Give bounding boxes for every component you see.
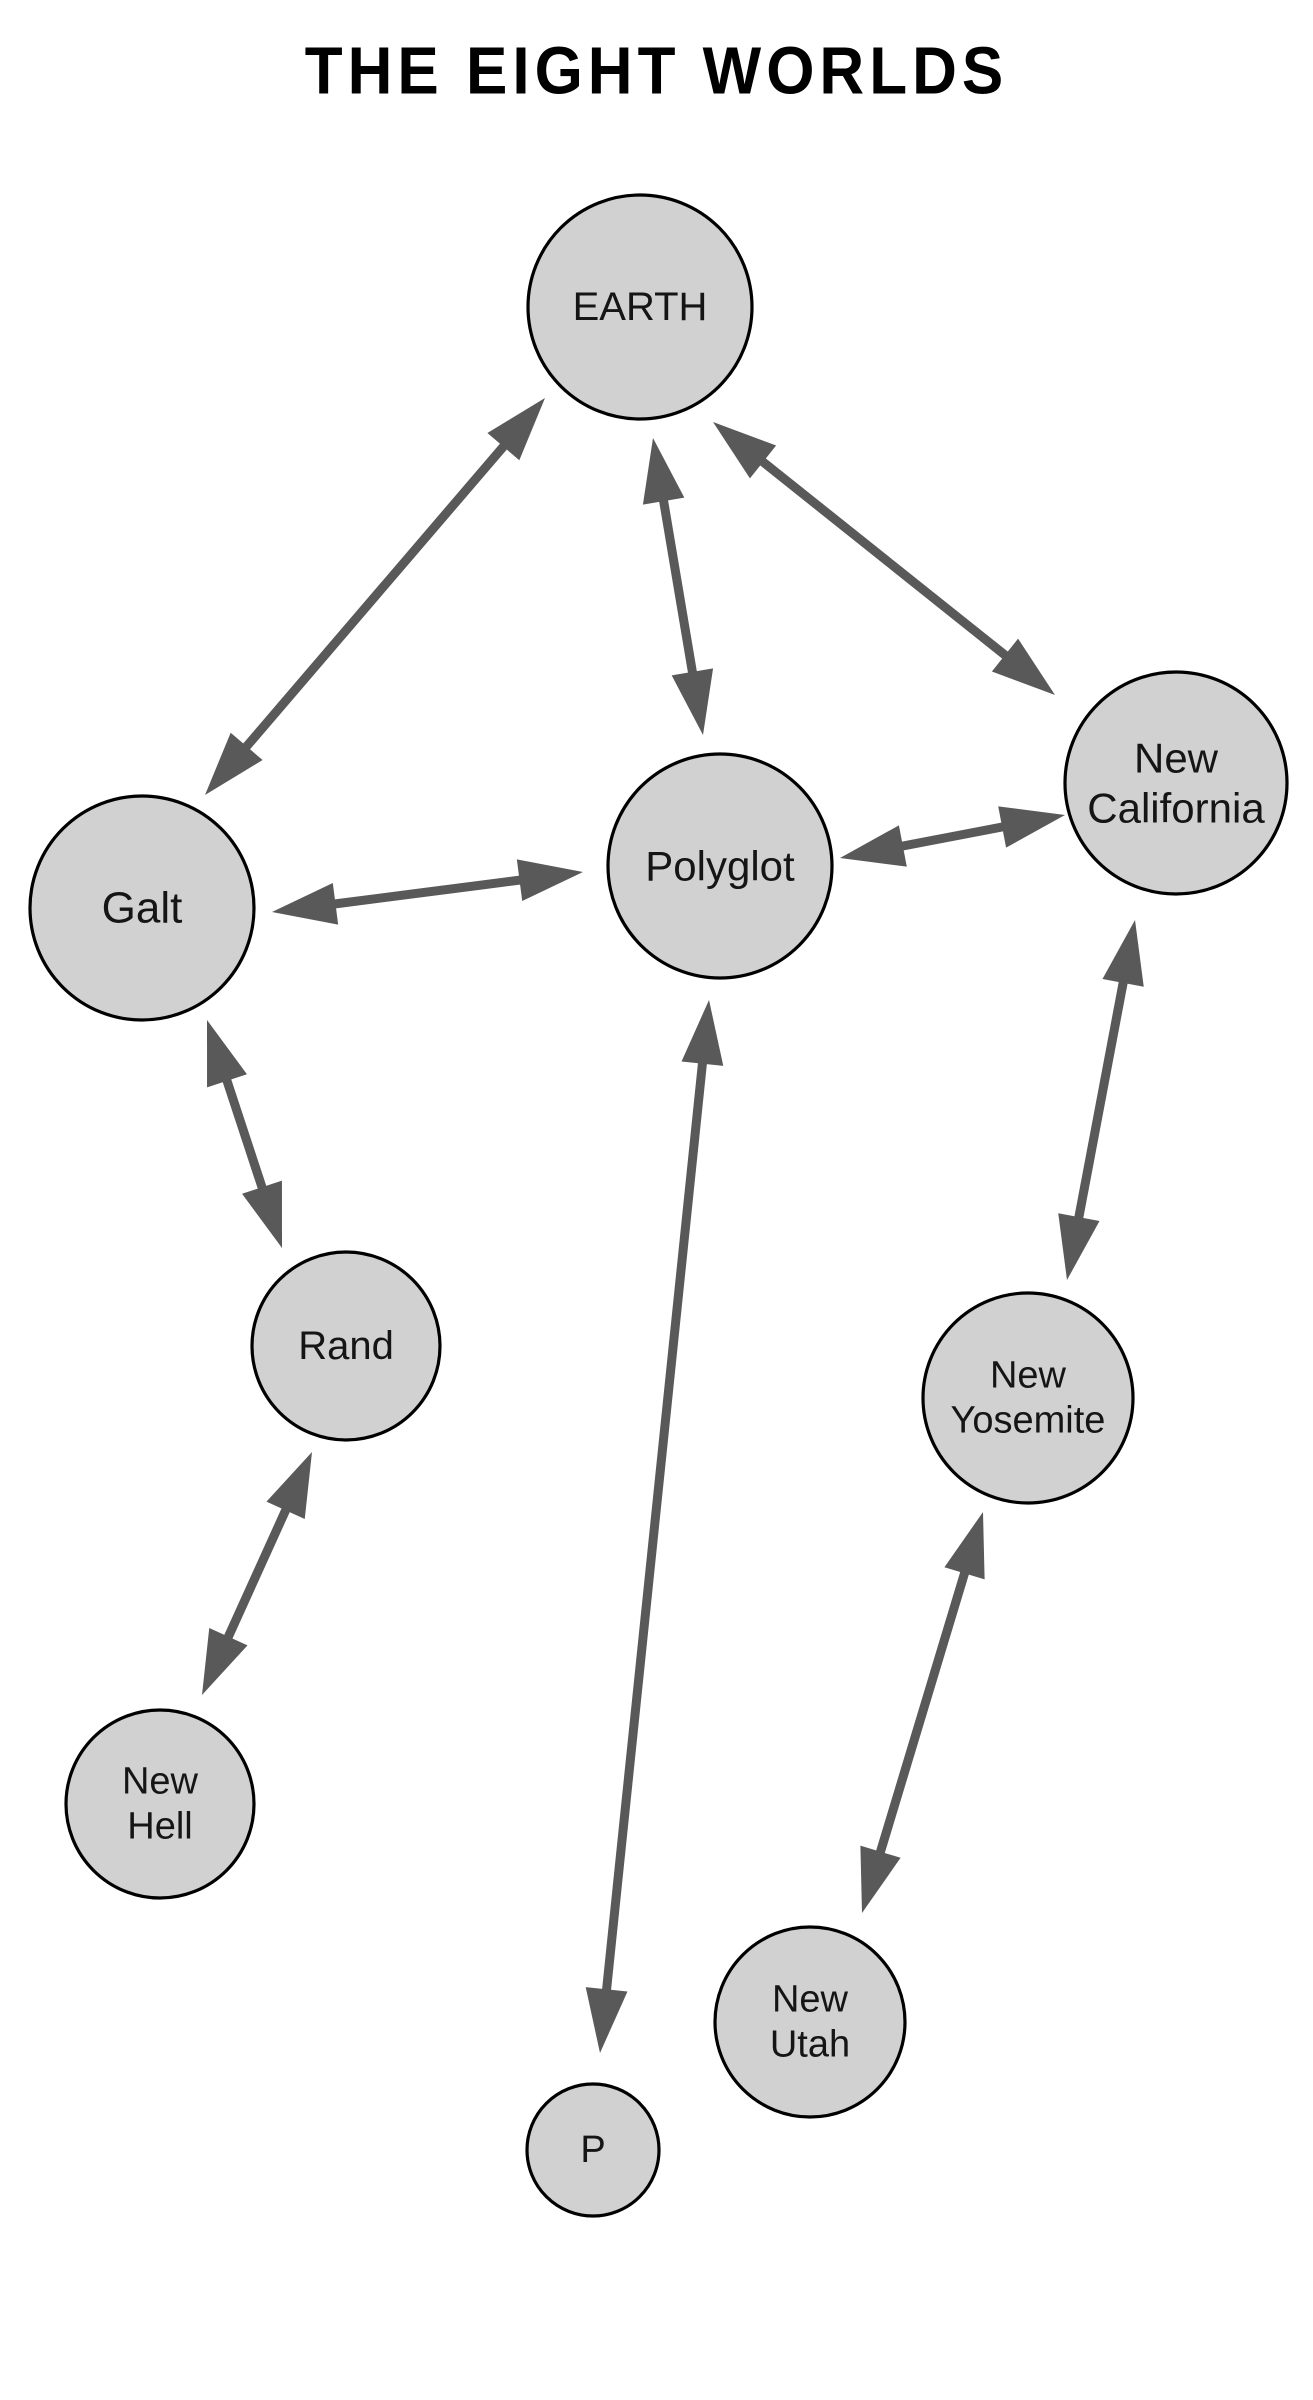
node-p: P [525,2082,661,2218]
node-circle-polyglot [606,752,834,980]
edge-rand-new-hell [202,1452,312,1695]
arrowhead-icon [272,883,339,925]
arrowhead-icon [585,1987,628,2053]
node-galt: Galt [28,794,256,1022]
arrowhead-icon [681,1000,724,1066]
arrowhead-icon [713,422,777,479]
edge-shaft [1073,976,1129,1224]
edge-shaft [328,874,527,910]
arrowhead-icon [860,1845,901,1913]
edge-earth-galt [205,398,545,795]
arrowhead-icon [1058,1213,1100,1280]
arrowhead-icon [944,1512,985,1580]
edge-shaft [221,1502,293,1645]
edge-galt-rand [207,1020,282,1248]
node-circle-new-hell [64,1708,256,1900]
edge-shaft [896,821,1009,852]
arrowhead-icon [840,825,907,867]
arrowhead-icon [487,398,545,461]
edge-new-yosemite-new-utah [860,1512,985,1913]
edge-earth-new-california [713,422,1055,695]
arrowhead-icon [266,1452,312,1519]
node-label-polyglot: Polyglot [645,843,795,890]
edge-shaft [755,454,1013,663]
node-label-galt: Galt [102,884,183,933]
edge-shaft [658,494,698,679]
arrowhead-icon [202,1628,248,1695]
node-circle-galt [28,794,256,1022]
arrowhead-icon [991,638,1055,695]
node-circle-earth [526,193,754,421]
edge-earth-polyglot [642,438,714,735]
node-circle-new-utah [713,1925,907,2119]
node-label-p: P [580,2129,605,2171]
node-circle-new-yosemite [921,1291,1135,1505]
arrowhead-icon [671,668,714,735]
edge-shaft [220,1073,269,1195]
arrowhead-icon [207,1020,247,1088]
arrowhead-icon [1102,920,1144,987]
diagram-title: THE EIGHT WORLDS [304,34,1009,109]
node-circle-p [525,2082,661,2218]
node-label-earth: EARTH [573,285,708,329]
node-rand: Rand [250,1250,442,1442]
edge-polyglot-p [585,1000,724,2053]
edge-galt-polyglot [272,859,583,925]
edge-shaft [239,439,511,754]
arrowhead-icon [998,806,1065,848]
edge-shaft [874,1566,971,1859]
node-circle-rand [250,1250,442,1442]
edge-shaft [601,1057,708,1996]
node-earth: EARTH [526,193,754,421]
arrowhead-icon [516,859,583,901]
arrowhead-icon [642,438,685,505]
arrowhead-icon [242,1180,282,1248]
edge-new-california-new-yosemite [1058,920,1144,1280]
edge-polyglot-new-california [840,806,1065,867]
node-circle-new-california [1063,670,1289,896]
arrowhead-icon [205,732,263,795]
node-label-rand: Rand [298,1324,394,1368]
node-polyglot: Polyglot [606,752,834,980]
